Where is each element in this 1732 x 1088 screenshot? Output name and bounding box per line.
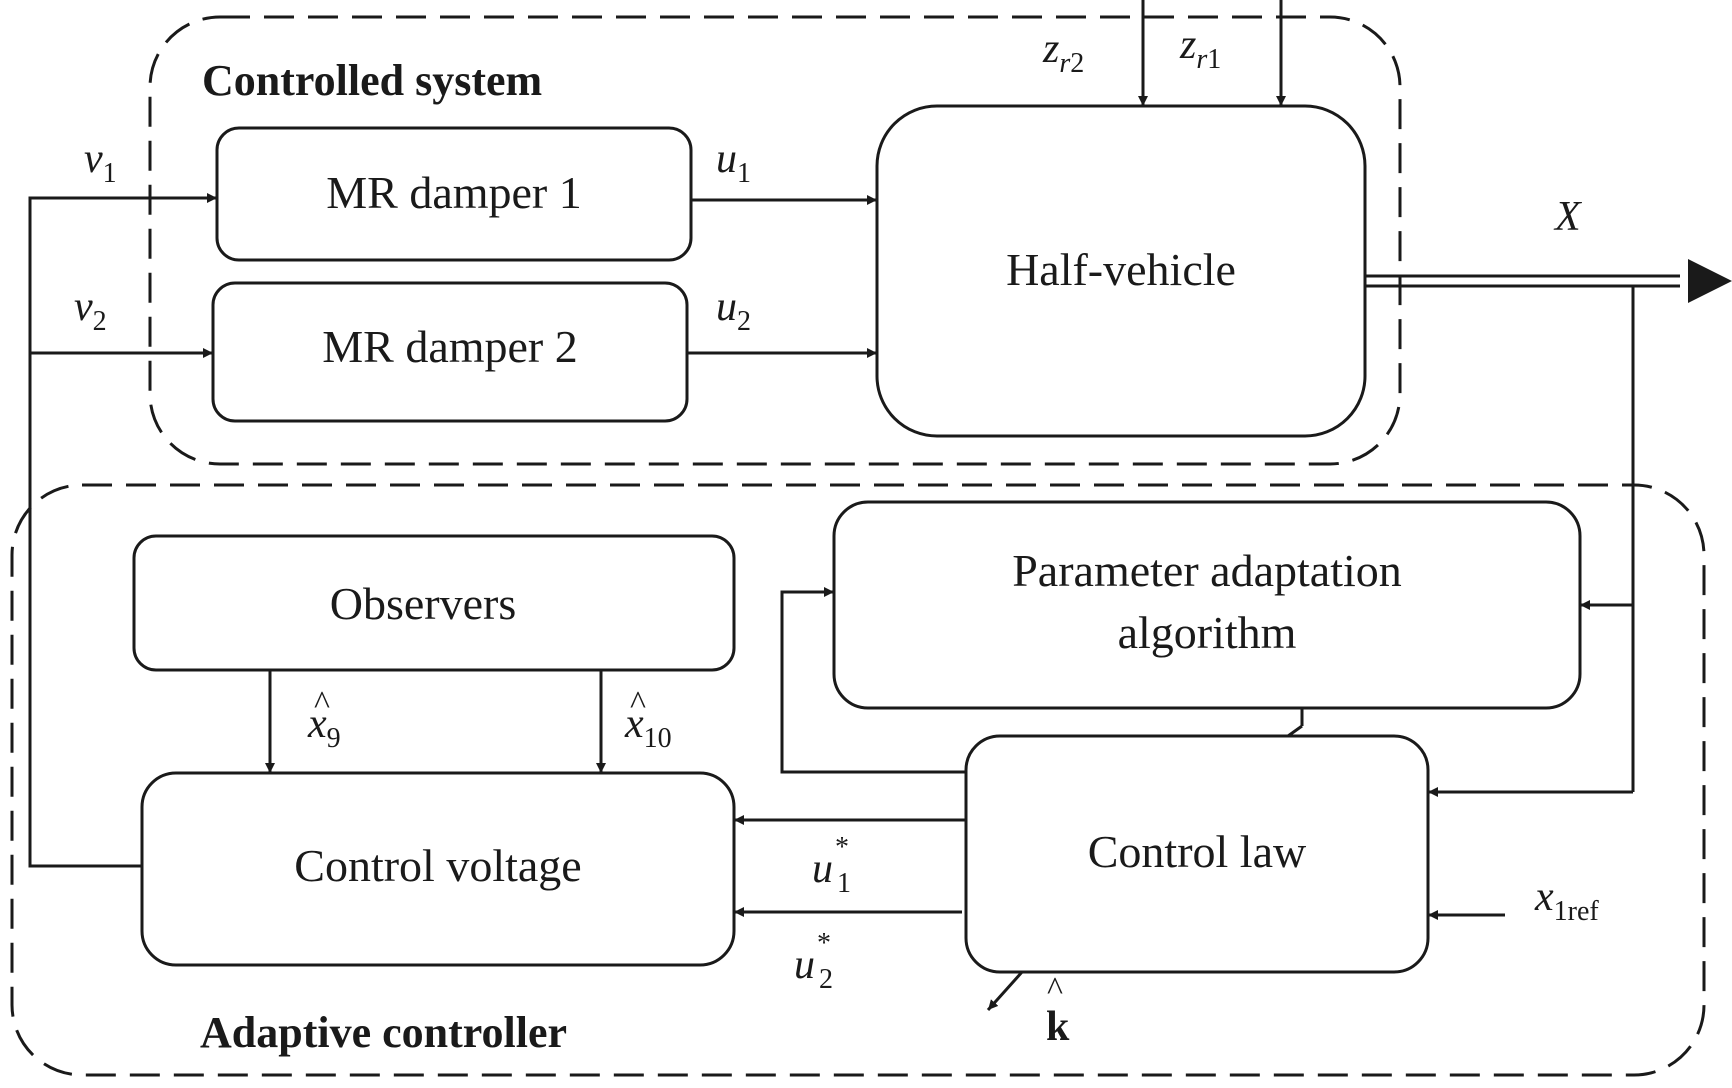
half-vehicle-label: Half-vehicle: [1006, 244, 1236, 295]
k-hat-symbol: ^: [1047, 971, 1063, 1008]
law-to-adaptation-loop: [780, 587, 966, 774]
control-voltage-label: Control voltage: [294, 840, 581, 891]
voltage-feedback-line: [28, 193, 217, 868]
k-hat-label: k: [1046, 1004, 1070, 1050]
control-law-block: [964, 734, 1430, 974]
control-voltage-block: [140, 771, 736, 967]
adaptation-to-law-link-b: [1287, 724, 1303, 738]
k-hat-arrow: [986, 970, 1024, 1012]
parameter-adaptation-block: [832, 500, 1582, 710]
mr-damper-1-label: MR damper 1: [326, 167, 582, 218]
x10-hat-symbol: ^: [630, 685, 646, 722]
u2-star-label: u*2: [794, 928, 833, 995]
observers-label: Observers: [330, 578, 517, 629]
u1-label: u1: [716, 136, 751, 189]
parameter-adaptation-label-2: algorithm: [1118, 607, 1297, 658]
x9-hat-symbol: ^: [314, 685, 330, 722]
x9-hat-label: x9: [307, 701, 341, 754]
zr1-label: zr1: [1179, 22, 1221, 75]
v1-label: v1: [84, 136, 117, 189]
zr2-label: zr2: [1042, 26, 1084, 79]
u2-label: u2: [716, 284, 751, 337]
control-law-label: Control law: [1088, 826, 1307, 877]
adaptive-controller-label: Adaptive controller: [200, 1008, 567, 1057]
controlled-system-frame: [148, 15, 1402, 466]
adaptive-controller-frame: [10, 483, 1706, 1077]
controlled-system-label: Controlled system: [202, 56, 542, 105]
observers-block: [132, 534, 736, 672]
v2-label: v2: [74, 284, 107, 337]
mr-damper-2-label: MR damper 2: [322, 321, 578, 372]
parameter-adaptation-label-1: Parameter adaptation: [1012, 545, 1402, 596]
x-output-label: X: [1553, 194, 1583, 240]
u1-star-label: u*1: [812, 832, 851, 899]
half-vehicle-block: [875, 104, 1367, 438]
mr-damper-1-block: [215, 126, 693, 262]
x10-hat-label: x10: [624, 701, 672, 754]
x1ref-label: x1ref: [1534, 874, 1599, 927]
x-output-arrowhead: [1688, 259, 1732, 303]
